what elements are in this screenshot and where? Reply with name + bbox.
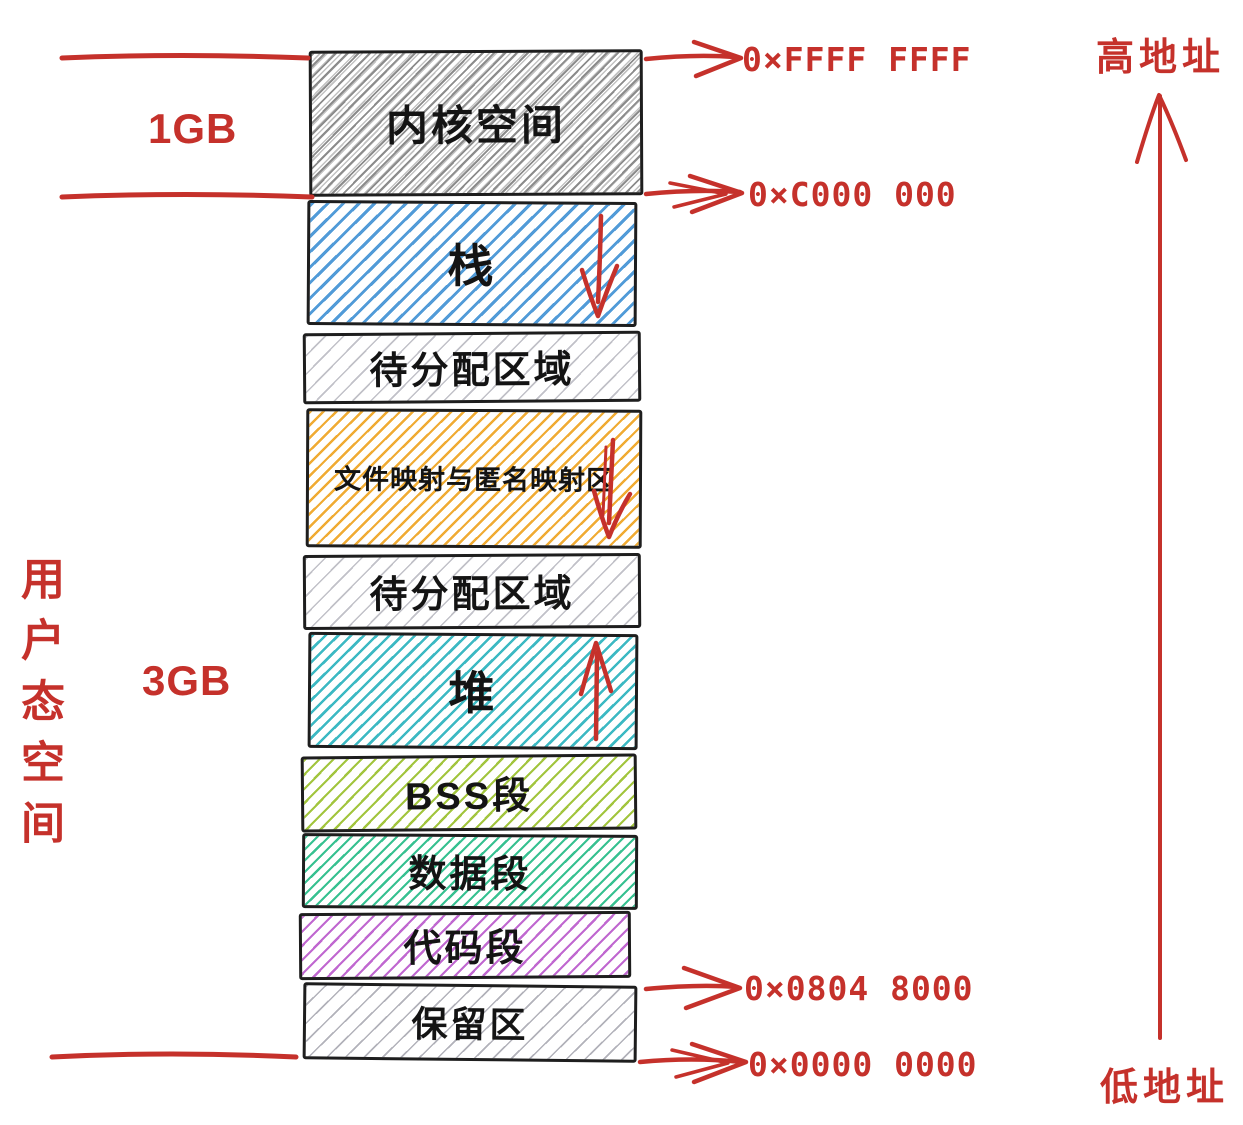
segment-stack: 栈 <box>306 199 638 328</box>
segment-code-segment: 代码段 <box>298 910 632 981</box>
segment-label: 堆 <box>448 666 498 720</box>
address-0xffff-ffff: 0×FFFF FFFF <box>742 40 972 79</box>
segment-kernel-space: 内核空间 <box>308 49 644 197</box>
arrow-to-0xc000-000-head2-icon <box>668 181 728 209</box>
address-0xc000-000: 0×C000 000 <box>748 175 957 214</box>
left-boundary-line-mid <box>59 192 315 200</box>
user-space-vertical-label: 用户态空间 <box>14 556 63 861</box>
arrow-to-0xc000-000 <box>643 188 743 197</box>
segment-label: 文件映射与匿名映射区 <box>333 464 615 496</box>
address-direction-arrow-head-icon <box>1135 93 1188 164</box>
arrow-to-0xffff-ffff-head-icon <box>691 39 744 79</box>
segment-label: 栈 <box>447 239 497 292</box>
segment-data-segment: 数据段 <box>301 833 639 910</box>
segment-label: BSS段 <box>404 774 534 819</box>
low-address-label: 低地址 <box>1100 1067 1230 1109</box>
arrow-to-0x0804-8000 <box>643 983 739 992</box>
arrow-to-0x0804-8000-head-icon <box>681 965 743 1011</box>
arrow-to-0xc000-000-head-icon <box>687 173 745 215</box>
segment-label: 代码段 <box>403 927 527 971</box>
arrow-to-0xffff-ffff <box>643 53 738 62</box>
segment-label: 待分配区域 <box>369 349 575 393</box>
segment-mmap-region: 文件映射与匿名映射区 <box>305 408 643 549</box>
segment-label: 数据段 <box>408 853 532 897</box>
segment-heap: 堆 <box>307 631 639 751</box>
size-label-1gb: 1GB <box>148 105 238 152</box>
left-boundary-line-bottom <box>49 1051 299 1060</box>
address-0x0804-8000: 0×0804 8000 <box>744 969 974 1008</box>
arrow-to-0x0000-0000-head-icon <box>689 1041 749 1085</box>
arrow-to-0x0000-0000 <box>637 1057 745 1065</box>
segment-bss: BSS段 <box>300 753 638 833</box>
segment-unallocated-lower: 待分配区域 <box>302 552 642 631</box>
arrow-to-0x0000-0000-head2-icon <box>670 1048 730 1079</box>
high-address-label: 高地址 <box>1096 37 1226 79</box>
segment-label: 待分配区域 <box>369 573 575 617</box>
size-label-3gb: 3GB <box>142 657 232 704</box>
segment-reserved: 保留区 <box>302 982 638 1063</box>
segment-label: 内核空间 <box>385 101 567 149</box>
address-0x0000-0000: 0×0000 0000 <box>748 1045 978 1084</box>
segment-label: 保留区 <box>411 1002 529 1046</box>
segment-unallocated-upper: 待分配区域 <box>302 330 642 405</box>
left-boundary-line-top <box>59 53 311 61</box>
